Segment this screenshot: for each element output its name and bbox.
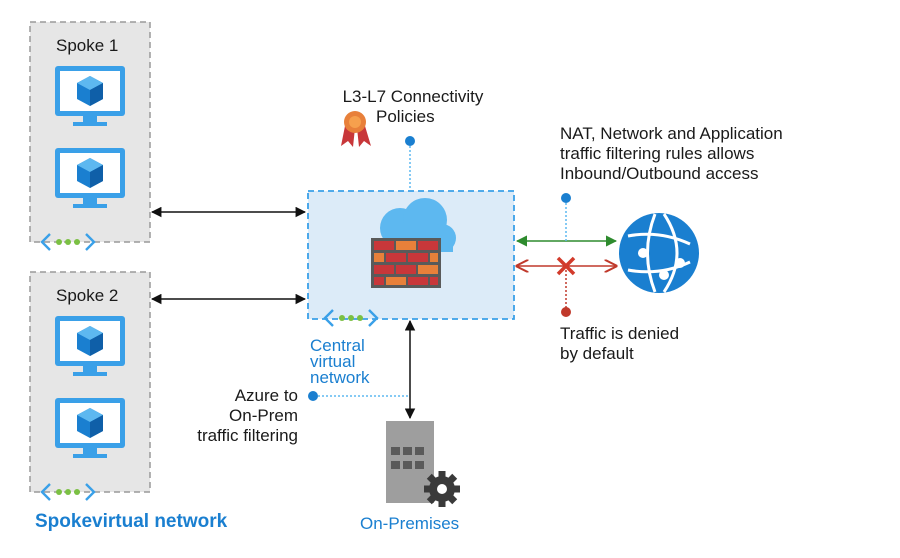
spoke-vnet-label: Spokevirtual network xyxy=(35,511,228,532)
azure-onprem-label: Azure to On-Prem traffic filtering xyxy=(197,386,298,445)
nat-rules-label: NAT, Network and Application traffic fil… xyxy=(560,124,783,183)
central-vnet-label: Central virtual network xyxy=(310,336,370,387)
globe-icon xyxy=(619,213,699,293)
spoke-1-label: Spoke 1 xyxy=(56,36,119,55)
rules-dot xyxy=(561,193,571,203)
onprem-label: On-Premises xyxy=(360,514,460,533)
server-gear-icon xyxy=(386,421,460,507)
denied-label: Traffic is denied by default xyxy=(560,324,680,363)
denied-dot xyxy=(561,307,571,317)
ribbon-award-icon xyxy=(341,111,371,147)
firewall-icon xyxy=(371,238,441,288)
onprem-filter-dot xyxy=(308,391,318,401)
deny-x-icon xyxy=(556,256,576,276)
policies-label: L3-L7 Connectivity Policies xyxy=(342,87,484,126)
spoke-2-label: Spoke 2 xyxy=(56,286,119,305)
policies-dot xyxy=(405,136,415,146)
